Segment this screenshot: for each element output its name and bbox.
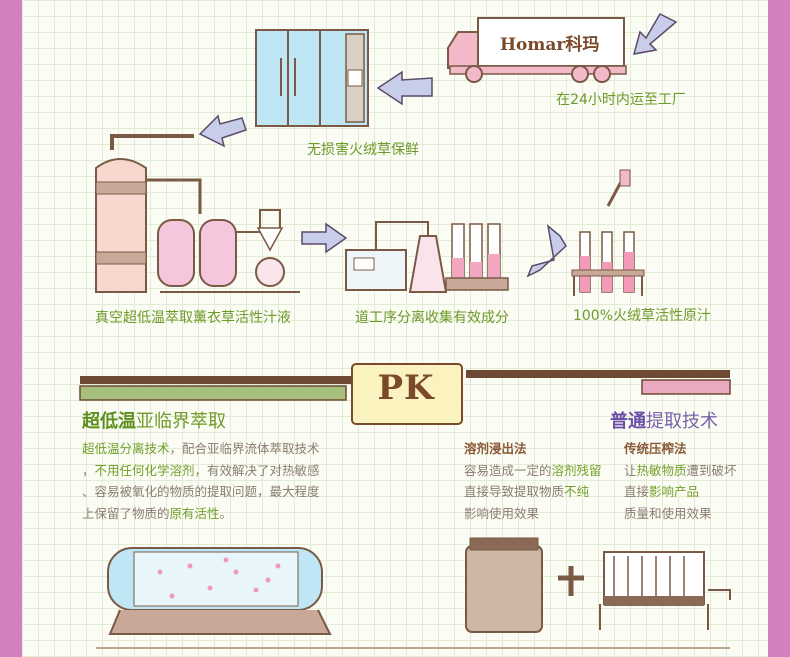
solvent-extraction-column: 溶剂浸出法 容易造成一定的溶剂残留 直接导致提取物质不纯 影响使用效果	[464, 441, 602, 521]
lab-equipment-illustration	[345, 221, 509, 293]
extraction-equipment-illustration	[95, 134, 300, 293]
step-label-freeze: 无损害火绒草保鲜	[307, 142, 419, 158]
truck-illustration	[447, 17, 627, 83]
step-label-separate: 道工序分离收集有效成分	[355, 310, 509, 326]
traditional-method-illustration	[465, 537, 731, 633]
step-label-extract: 真空超低温萃取薰衣草活性汁液	[95, 310, 291, 326]
right-method-title: 普通提取技术	[610, 411, 718, 432]
arrow-icons	[198, 13, 678, 278]
pressing-column: 传统压榨法 让热敏物质遭到破坏 直接影响产品 质量和使用效果	[624, 441, 737, 521]
pk-badge: PK	[377, 368, 435, 408]
step-label-result: 100%火绒草活性原汁	[572, 308, 712, 324]
supercritical-cylinder-illustration	[96, 547, 730, 649]
pk-divider	[79, 363, 731, 425]
left-method-title: 超低温亚临界萃取	[82, 411, 226, 432]
truck-logo: Homar科玛	[500, 35, 600, 55]
freezer-illustration	[255, 29, 369, 127]
test-tubes-illustration	[571, 169, 645, 296]
step-label-transport: 在24小时内运至工厂	[556, 92, 686, 108]
left-method-description: 超低温分离技术，配合亚临界流体萃取技术 ，不用任何化学溶剂，有效解决了对热敏感 …	[82, 441, 320, 521]
